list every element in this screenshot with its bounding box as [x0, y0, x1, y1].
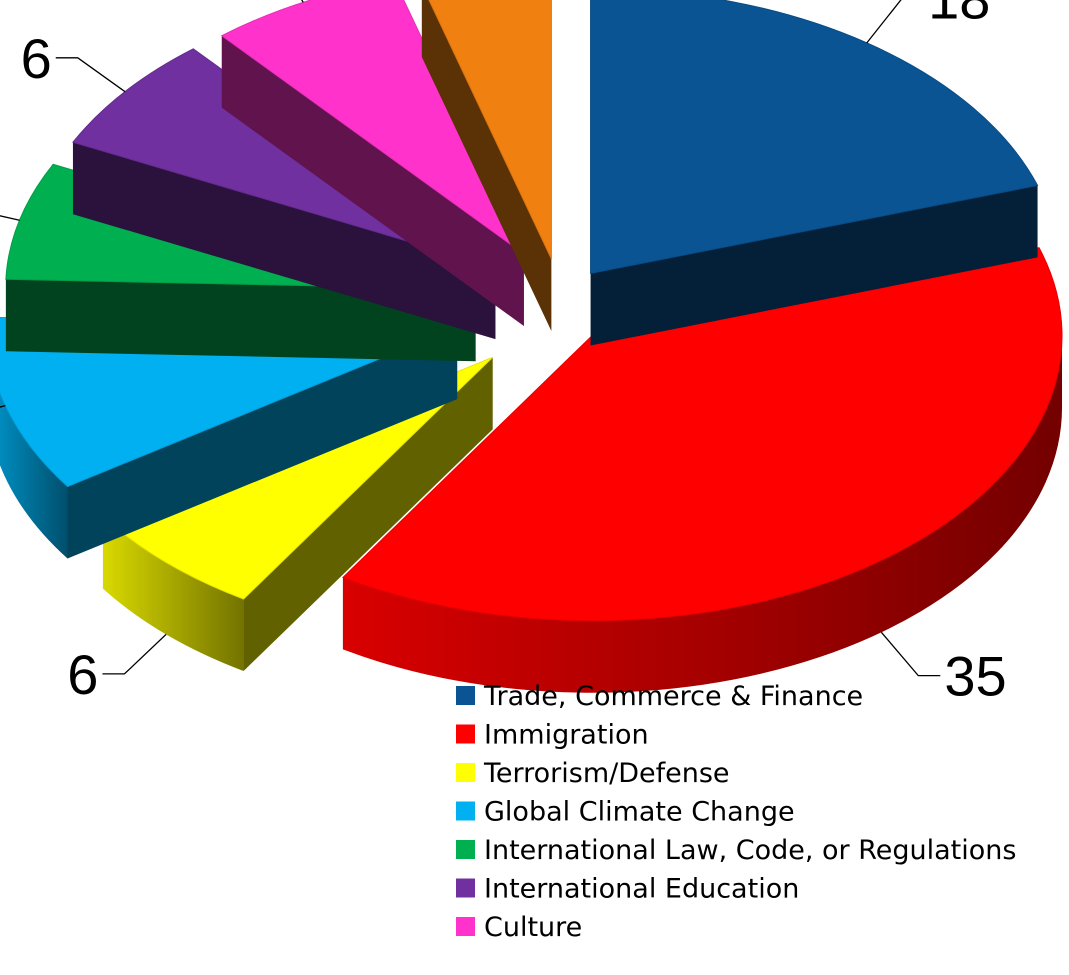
leader-lines	[0, 0, 941, 677]
slice-top-immigration	[342, 247, 1063, 622]
leader-line-trade-commerce-finance	[866, 0, 902, 44]
legend-swatch	[456, 724, 475, 744]
legend-label: Global Climate Change	[484, 797, 795, 828]
slice-immigration	[342, 247, 1063, 693]
legend-item-trade-commerce-finance: Trade, Commerce & Finance	[456, 681, 863, 712]
leader-line-culture	[301, 0, 304, 3]
legend-label: Immigration	[484, 720, 649, 751]
legend-swatch	[456, 763, 475, 782]
slice-top-trade-commerce-finance	[590, 0, 1039, 275]
legend-label: Terrorism/Defense	[483, 758, 730, 789]
data-label-terrorism-defense: 6	[67, 643, 98, 706]
legend-swatch	[456, 686, 475, 705]
slice-wall-immigration	[342, 335, 1063, 693]
slice-side-start-other	[421, 0, 552, 331]
leader-line-international-education	[55, 57, 126, 93]
leader-line-immigration	[880, 631, 941, 677]
slice-wall-terrorism-defense	[102, 516, 244, 672]
slice-side-start-culture	[221, 35, 524, 327]
pie-slices	[0, 0, 1063, 693]
slice-culture	[220, 0, 525, 327]
slice-wall-global-climate-change	[0, 393, 68, 559]
legend-label: Culture	[484, 912, 582, 943]
legend: Trade, Commerce & FinanceImmigrationTerr…	[456, 681, 1016, 943]
data-label-immigration: 35	[944, 645, 1006, 708]
data-label-international-education: 6	[21, 27, 52, 90]
legend-label: Trade, Commerce & Finance	[483, 681, 863, 712]
slice-top-culture	[220, 0, 525, 255]
data-label-trade-commerce-finance: 18	[928, 0, 990, 30]
legend-swatch	[456, 917, 475, 936]
legend-label: International Law, Code, or Regulations	[484, 835, 1016, 866]
legend-item-global-climate-change: Global Climate Change	[456, 797, 795, 828]
legend-label: International Education	[484, 874, 799, 905]
slice-trade-commerce-finance	[590, 0, 1039, 346]
data-labels: 1835696664	[21, 0, 1007, 708]
slice-top-other	[428, 0, 552, 260]
legend-item-terrorism-defense: Terrorism/Defense	[456, 758, 730, 789]
slice-other	[421, 0, 552, 331]
slice-side-start-international-education	[72, 142, 496, 340]
leader-line-terrorism-defense	[102, 633, 167, 675]
slice-side-end-trade-commerce-finance	[590, 185, 1038, 346]
legend-item-international-education: International Education	[456, 874, 799, 905]
leader-line-international-law-code-or-regulations	[0, 215, 20, 221]
legend-swatch	[456, 878, 475, 898]
slice-top-global-climate-change	[0, 316, 458, 488]
legend-item-culture: Culture	[456, 912, 582, 943]
legend-swatch	[456, 801, 475, 821]
legend-item-international-law-code-or-regulations: International Law, Code, or Regulations	[456, 835, 1016, 866]
legend-swatch	[456, 840, 475, 859]
legend-item-immigration: Immigration	[456, 720, 649, 751]
